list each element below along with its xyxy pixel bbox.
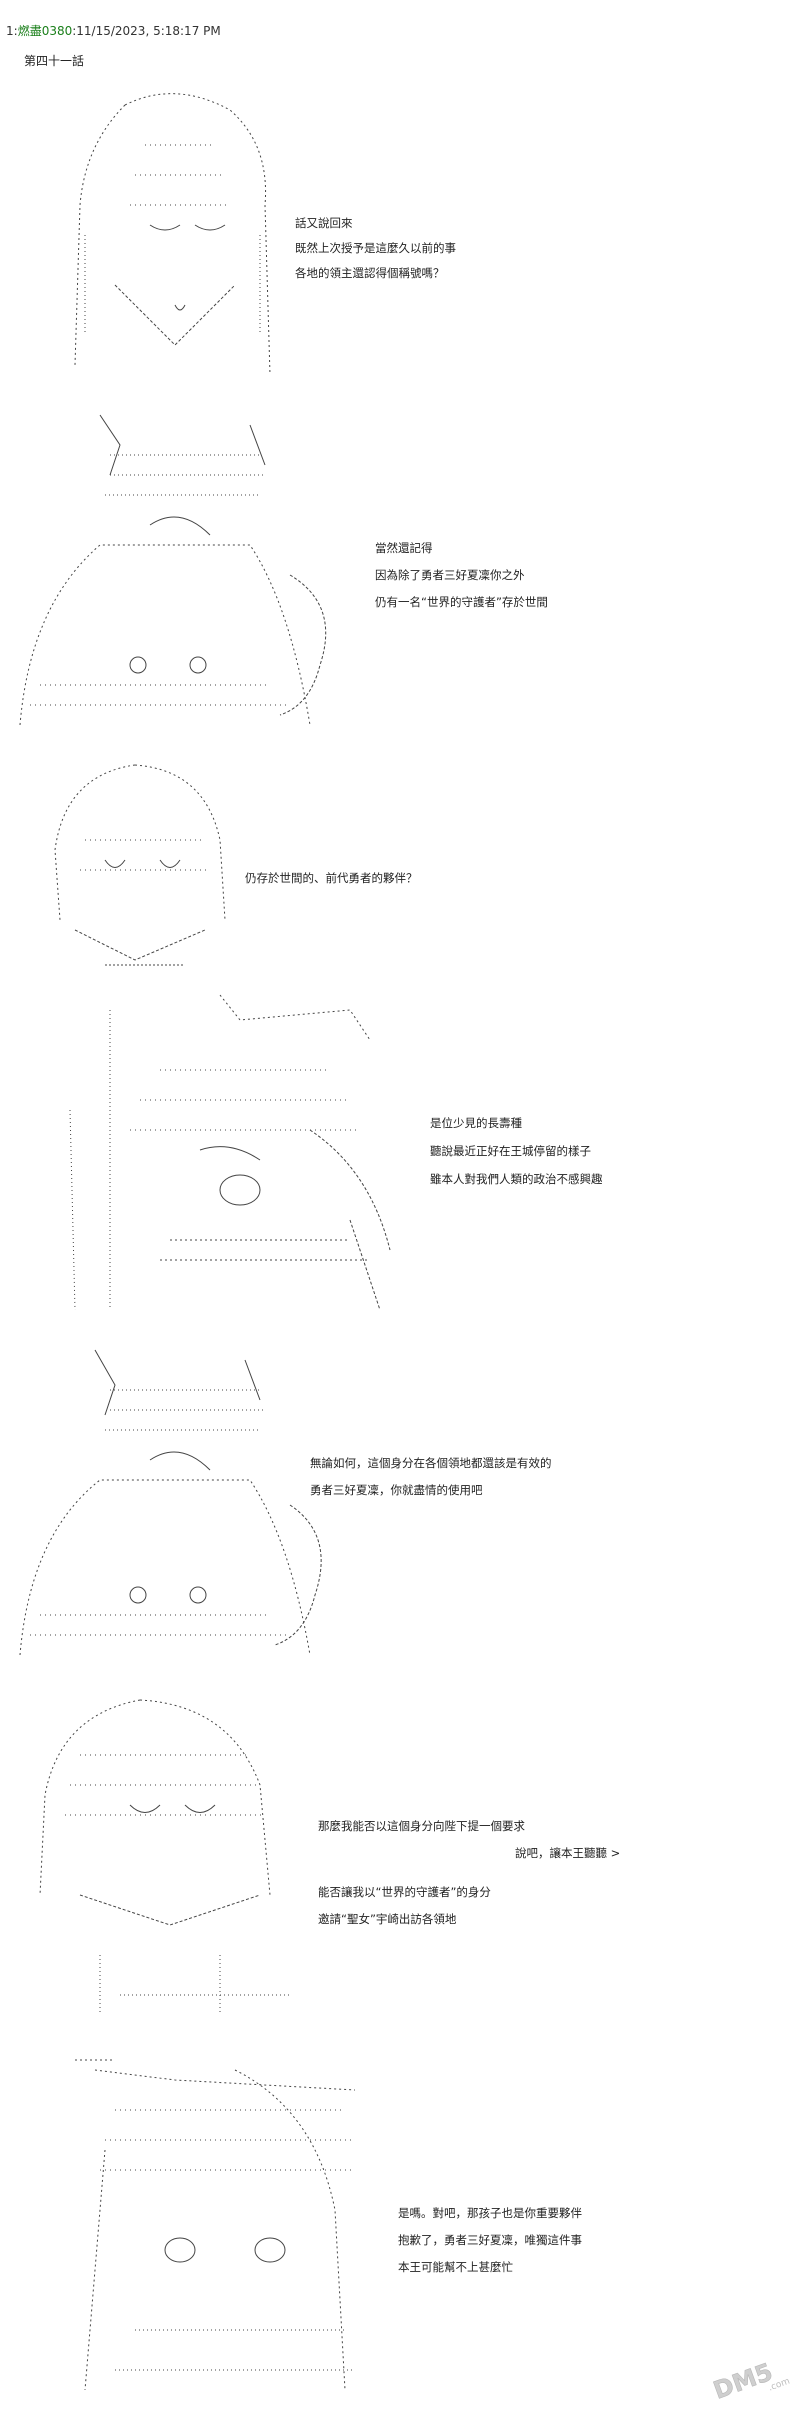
scene-7-line-3: 本王可能幫不上甚麼忙 (398, 2260, 513, 2274)
ascii-art-scene-6 (20, 1695, 305, 2025)
scene-2-line-1: 當然還記得 (375, 541, 433, 555)
scene-4-line-3: 雖本人對我們人類的政治不感興趣 (430, 1172, 603, 1186)
scene-7-line-2: 抱歉了，勇者三好夏凜，唯獨這件事 (398, 2233, 582, 2247)
scene-2-line-3: 仍有一名“世界的守護者”存於世間 (375, 595, 548, 609)
ascii-art-scene-7 (55, 2050, 385, 2410)
scene-1-line-1: 話又說回來 (295, 216, 353, 230)
watermark-logo-icon: DM5 .com (706, 2347, 792, 2409)
poster-name[interactable]: 燃盡0380 (17, 24, 73, 38)
post-header: 1:燃盡0380:11/15/2023, 5:18:17 PM (6, 22, 221, 39)
post-number: 1: (6, 24, 18, 38)
ascii-art-scene-1 (55, 85, 290, 385)
scene-2-line-2: 因為除了勇者三好夏凜你之外 (375, 568, 525, 582)
watermark-text: DM5 (710, 2358, 776, 2405)
scene-3-line-1: 仍存於世間的、前代勇者的夥伴？ (245, 871, 418, 885)
ascii-art-scene-3 (35, 760, 245, 975)
scene-4-line-2: 聽說最近正好在王城停留的樣子 (430, 1144, 591, 1158)
scene-7-line-1: 是嗎。對吧，那孩子也是你重要夥伴 (398, 2206, 582, 2220)
ascii-art-scene-4 (50, 990, 410, 1320)
scene-6-line-1: 那麼我能否以這個身分向陛下提一個要求 (318, 1819, 525, 1833)
scene-4-line-1: 是位少見的長壽種 (430, 1116, 522, 1130)
ascii-art-scene-2 (10, 405, 340, 735)
scene-1-line-2: 既然上次授予是這麼久以前的事 (295, 241, 456, 255)
ascii-art-scene-5 (10, 1345, 330, 1665)
chapter-title: 第四十一話 (24, 54, 85, 68)
scene-5-line-1: 無論如何，這個身分在各個領地都還該是有效的 (310, 1456, 552, 1470)
scene-6-line-4: 邀請“聖女”宇崎出訪各領地 (318, 1912, 457, 1926)
scene-6-line-3: 能否讓我以“世界的守護者”的身分 (318, 1885, 491, 1899)
scene-5-line-2: 勇者三好夏凜，你就盡情的使用吧 (310, 1483, 483, 1497)
scene-1-line-3: 各地的領主還認得個稱號嗎？ (295, 266, 445, 280)
post-datetime: :11/15/2023, 5:18:17 PM (72, 24, 221, 38)
scene-6-line-2: 說吧，讓本王聽聽 > (515, 1846, 621, 1860)
